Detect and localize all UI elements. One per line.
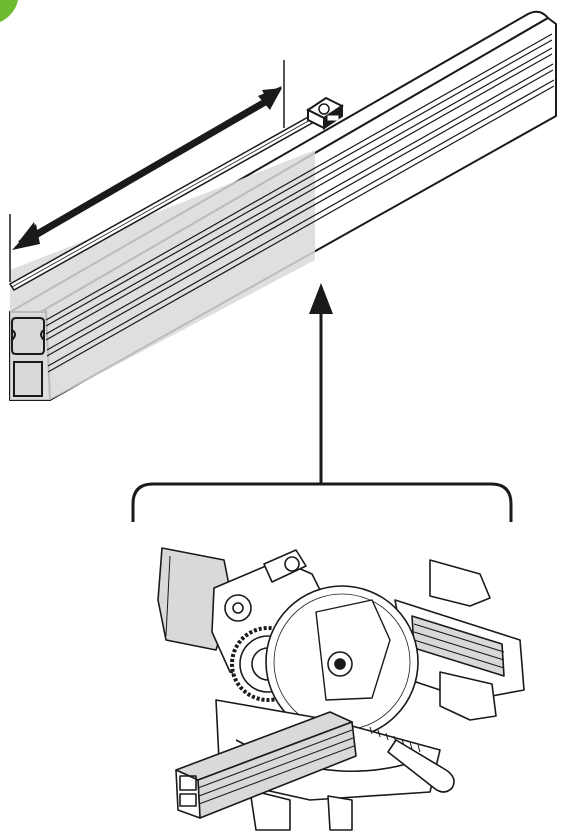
step-badge-icon [0, 0, 18, 22]
saw-rear-base [429, 559, 491, 607]
double-headed-arrow-icon [12, 86, 282, 250]
miter-saw-icon [157, 547, 525, 831]
profile-grooves [45, 33, 555, 373]
curly-bracket-icon [131, 482, 513, 522]
profile-cross-section [11, 314, 45, 398]
saw-right-support [439, 671, 497, 721]
measuring-tape-icon [8, 96, 344, 291]
saw-handle [387, 739, 455, 793]
up-arrow-icon [309, 283, 333, 484]
cut-length-highlight [10, 150, 315, 400]
